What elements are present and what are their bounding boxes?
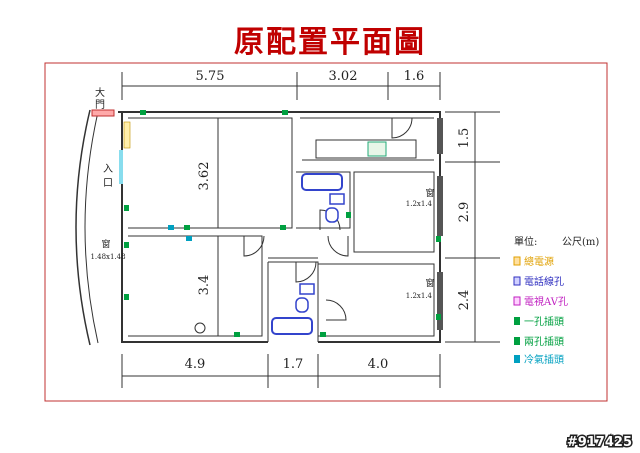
bathtub-upper [301, 173, 343, 191]
bathtub-lower [271, 317, 313, 335]
main-entrance-label-2: 門 [95, 99, 105, 111]
page-title: 原配置平面圖 [234, 25, 426, 60]
top-dimension-chain [121, 72, 441, 100]
outlet-markers [124, 110, 441, 337]
entrance-strip [119, 150, 123, 184]
inner-wall-lines [128, 117, 435, 342]
kitchen-stove [367, 141, 387, 157]
water-heater-symbol [194, 322, 206, 334]
sink-lower [299, 283, 315, 295]
dim-right-2: 2.9 [457, 202, 472, 223]
dim-top-3: 1.6 [404, 69, 425, 84]
legend-unit-label: 單位: [514, 235, 537, 248]
legend-item-single-outlet: 一孔插頭 [524, 315, 564, 328]
dim-right-3: 2.4 [457, 290, 472, 311]
dim-right-1: 1.5 [457, 128, 472, 149]
legend-item-tv: 電視AV孔 [524, 295, 568, 308]
dim-bottom-2: 1.7 [283, 357, 304, 372]
legend: 單位: 公尺(m) 總電源 電話線孔 電視AV孔 一孔插頭 兩孔插頭 冷氣插頭 [513, 235, 599, 366]
room-depth-label-upper: 3.62 [197, 162, 212, 191]
dim-bottom-3: 4.0 [368, 357, 389, 372]
legend-swatch-tv [513, 296, 521, 306]
drawing-frame [44, 62, 608, 402]
legend-swatch-double-outlet [514, 337, 520, 345]
toilet-lower [295, 297, 309, 313]
dim-top-2: 3.02 [329, 69, 358, 84]
legend-unit-value: 公尺(m) [562, 236, 599, 248]
window-hatch-right-lower [437, 272, 443, 330]
legend-item-main-power: 總電源 [524, 255, 554, 268]
window-left-label: 窗 [101, 238, 110, 250]
window-right-lower-size: 1.2x1.4 [406, 292, 433, 300]
window-right-upper-size: 1.2x1.4 [406, 200, 433, 208]
window-hatch-right-top [437, 118, 443, 154]
window-left-size: 1.48x1.48 [90, 253, 125, 261]
window-hatch-right-upper [437, 176, 443, 236]
room-depth-label-lower: 3.4 [197, 275, 212, 296]
window-right-lower-label: 窗 [425, 277, 434, 289]
entrance-label-2: 口 [103, 178, 113, 189]
dim-top-1: 5.75 [196, 69, 225, 84]
right-dimension-chain [445, 111, 500, 343]
entrance-label-1: 入 [103, 164, 113, 175]
legend-item-phone: 電話線孔 [524, 275, 564, 288]
legend-swatch-phone [513, 276, 521, 286]
legend-swatch-ac-outlet [514, 355, 520, 363]
main-door-marker [91, 109, 115, 117]
legend-item-double-outlet: 兩孔插頭 [524, 335, 564, 348]
shoe-cabinet [123, 121, 131, 149]
listing-watermark: #917425 [567, 435, 632, 450]
dim-bottom-1: 4.9 [185, 357, 206, 372]
window-right-upper-label: 窗 [425, 187, 434, 199]
sink-upper [329, 193, 345, 205]
toilet-upper [325, 207, 339, 223]
legend-swatch-main-power [513, 256, 521, 266]
outer-walls [118, 111, 441, 343]
bottom-dimension-chain [121, 354, 441, 388]
main-entrance-label-1: 大 [95, 86, 105, 99]
legend-item-ac-outlet: 冷氣插頭 [524, 353, 564, 366]
legend-swatch-single-outlet [514, 317, 520, 325]
kitchen-counter [315, 139, 417, 159]
curved-facade-inner [84, 111, 99, 344]
curved-facade [75, 109, 91, 346]
